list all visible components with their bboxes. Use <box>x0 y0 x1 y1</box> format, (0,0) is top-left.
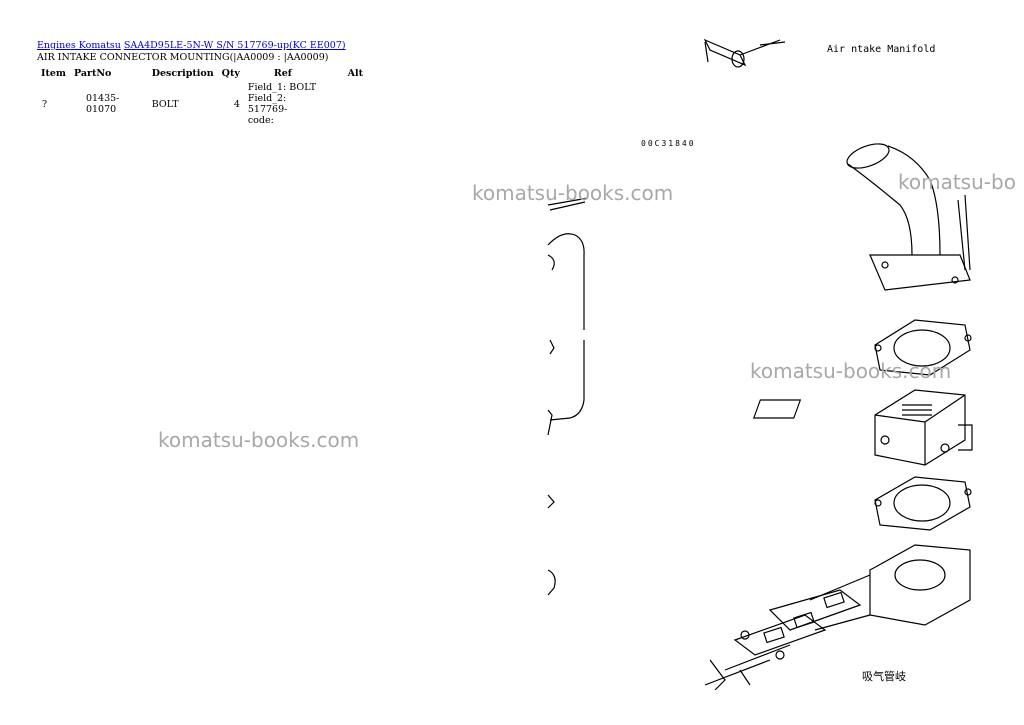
table-header-row: Item PartNo Description Qty Ref Alt <box>37 66 367 81</box>
breadcrumb: Engines Komatsu SAA4D95LE-5N-W S/N 51776… <box>37 40 367 51</box>
left-gasket-fragment <box>547 197 589 596</box>
parts-diagram: Air ntake Manifold 00C31840 <box>547 38 973 690</box>
watermark: komatsu-books.com <box>472 181 674 205</box>
column-header-item: Item <box>41 68 66 79</box>
lower-gasket <box>874 476 972 531</box>
watermark: komatsu-bo <box>898 170 1016 194</box>
diagram-title-label: Air ntake Manifold <box>827 44 935 55</box>
intake-manifold <box>704 544 971 690</box>
ref-line: Field_1: BOLT <box>247 82 317 93</box>
watermark: komatsu-books.com <box>750 359 952 383</box>
table-row: ? 01435-01070 BOLT 4 Field_1: BOLT Field… <box>37 81 367 127</box>
ref-line: code: <box>247 115 274 126</box>
cell-partno: 01435-01070 <box>85 93 120 115</box>
upper-gasket <box>874 319 972 376</box>
column-header-partno: PartNo <box>73 68 112 79</box>
parts-table: Item PartNo Description Qty Ref Alt ? 01… <box>37 66 367 127</box>
heater-block <box>752 389 973 466</box>
cell-qty: 4 <box>233 98 240 110</box>
column-header-description: Description <box>151 68 214 79</box>
column-header-alt: Alt <box>347 68 363 79</box>
cell-ref: Field_1: BOLT Field_2: 517769- code: <box>244 81 326 127</box>
breadcrumb-link-engines[interactable]: Engines Komatsu <box>37 40 121 51</box>
elbow-pipe <box>846 143 971 291</box>
column-header-ref: Ref <box>273 68 292 79</box>
section-title: AIR INTAKE CONNECTOR MOUNTING(|AA0009 : … <box>37 52 329 63</box>
diagram-code-label: 00C31840 <box>641 139 696 148</box>
cell-description: BOLT <box>151 98 179 110</box>
parts-listing: Engines Komatsu SAA4D95LE-5N-W S/N 51776… <box>37 40 367 127</box>
diagram-jp-label: 吸气管岐 <box>862 669 906 683</box>
watermark: komatsu-books.com <box>158 428 360 452</box>
ref-line: Field_2: 517769- <box>247 93 288 115</box>
cell-item: ? <box>42 98 48 110</box>
top-pipe-fragment <box>703 38 786 68</box>
breadcrumb-link-model[interactable]: SAA4D95LE-5N-W S/N 517769-up(KC EE007) <box>123 40 346 51</box>
cell-alt <box>326 81 367 127</box>
column-header-qty: Qty <box>221 68 240 79</box>
